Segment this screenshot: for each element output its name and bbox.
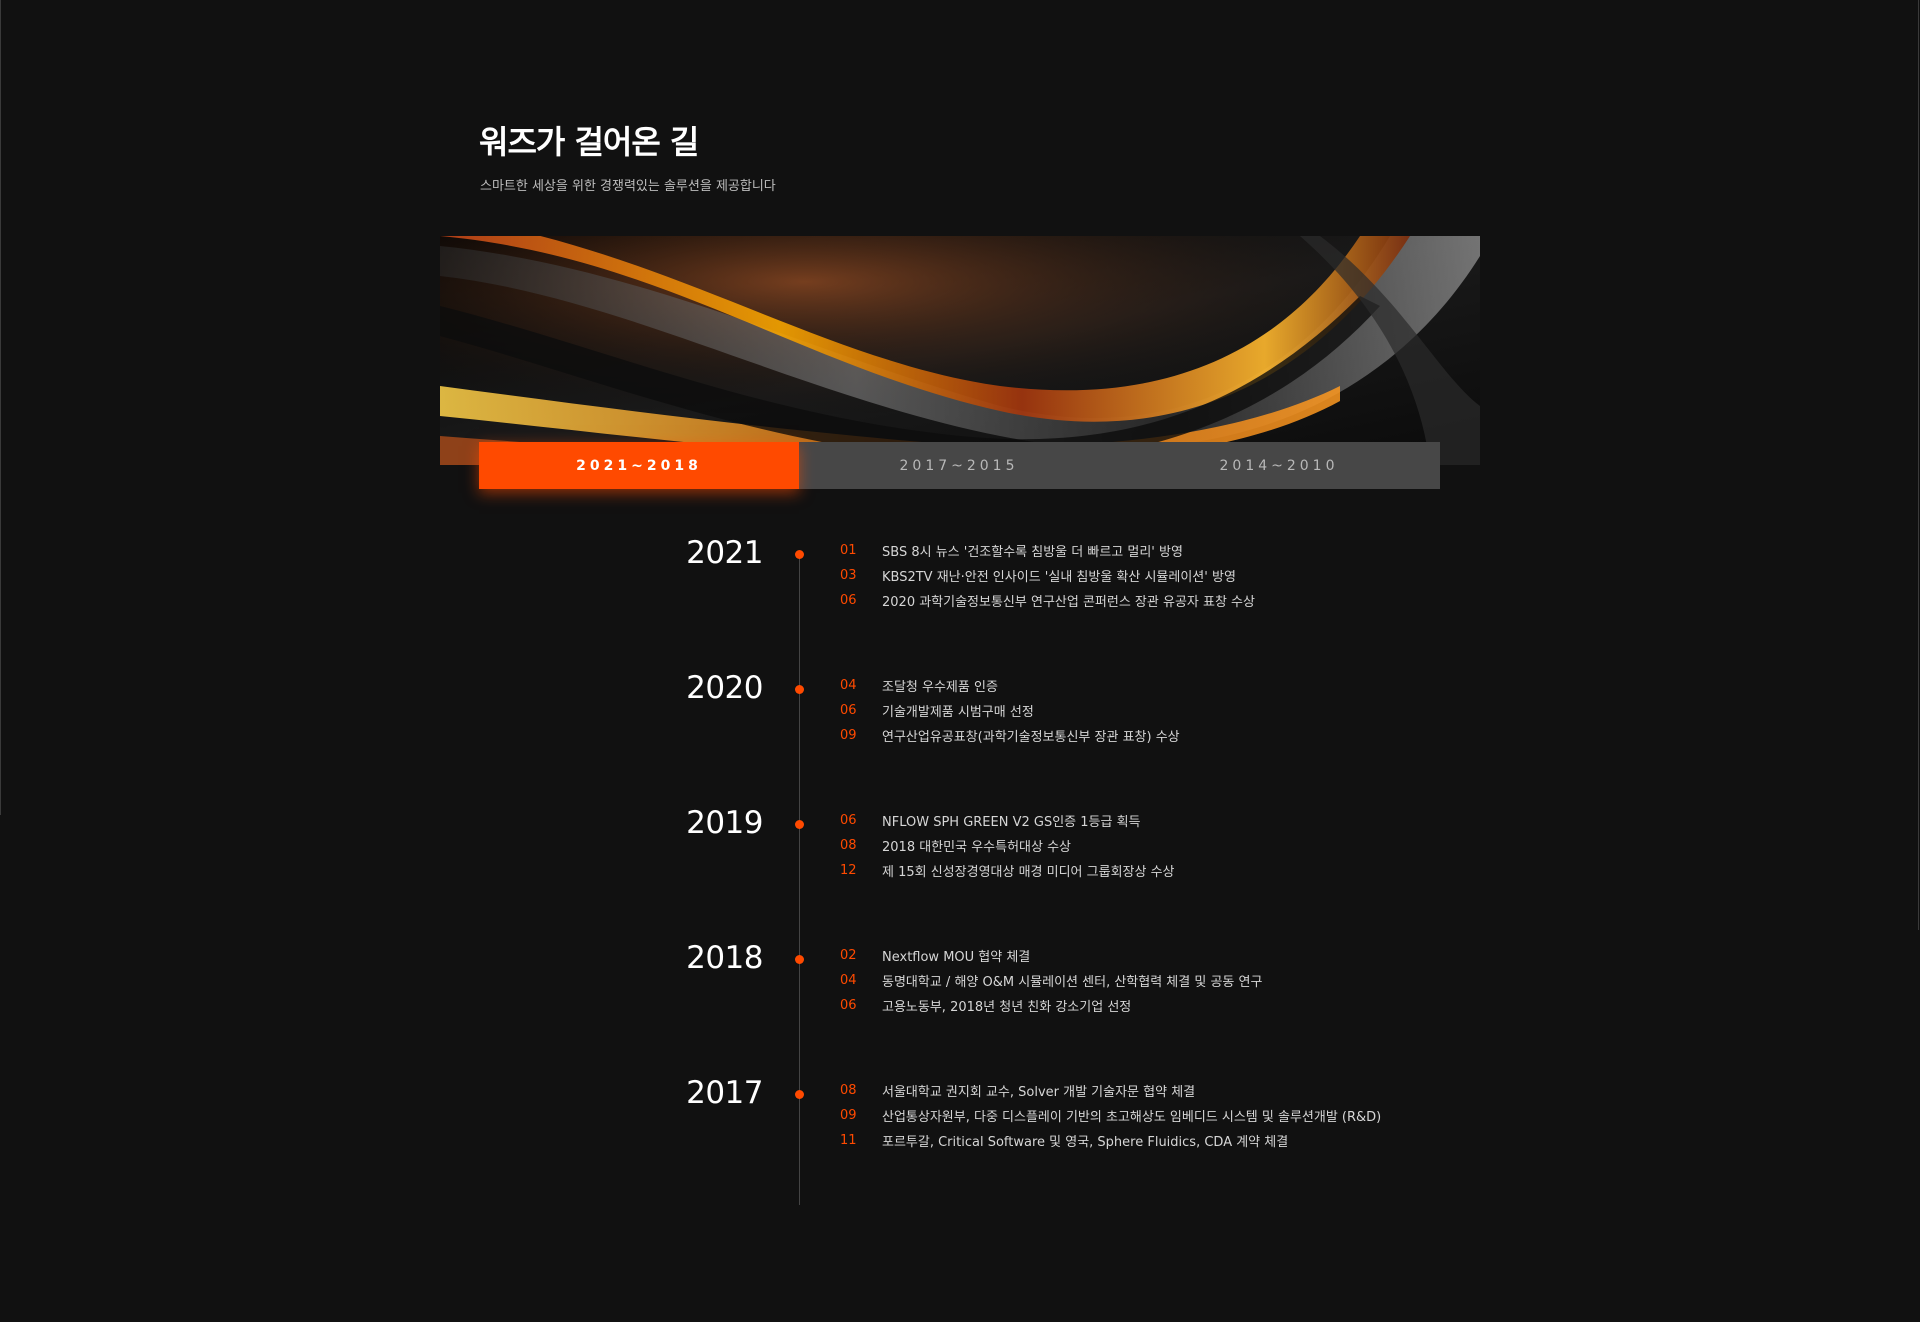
event-month: 06 [840,813,857,828]
event-month: 08 [840,1083,857,1098]
event-text: KBS2TV 재난·안전 인사이드 '실내 침방울 확산 시뮬레이션' 방영 [882,570,1236,585]
tab-2017-2015[interactable]: 2017~2015 [899,457,1019,474]
event-list: 02 Nextflow MOU 협약 체결 04 동명대학교 / 해양 O&M 시뮬… [840,943,1262,1018]
left-edge-divider [0,0,1,815]
event-text: 포르투갈, Critical Software 및 영국, Sphere Flu… [882,1135,1289,1150]
event-text: 2018 대한민국 우수특허대상 수상 [882,840,1072,855]
event-text: Nextflow MOU 협약 체결 [882,950,1031,965]
event-list: 04 조달청 우수제품 인증 06 기술개발제품 시범구매 선정 09 연구산업유공표… [840,673,1180,748]
event-month: 01 [840,543,857,558]
event-text: 2020 과학기술정보통신부 연구산업 콘퍼런스 장관 유공자 표창 수상 [882,595,1255,610]
event-text: SBS 8시 뉴스 '건조할수록 침방울 더 빠르고 멀리' 방영 [882,545,1183,560]
page-title: 워즈가 걸어온 길 [479,123,699,161]
timeline-dot [795,820,804,829]
event-month: 09 [840,1108,857,1123]
right-edge-divider [1918,0,1919,930]
event-text: 서울대학교 권지회 교수, Solver 개발 기술자문 협약 체결 [882,1085,1196,1100]
event-text: NFLOW SPH GREEN V2 GS인증 1등급 획득 [882,815,1141,830]
year-label: 2018 [686,940,763,976]
list-item: 08 2018 대한민국 우수특허대상 수상 [840,833,1175,858]
tab-2014-2010[interactable]: 2014~2010 [1219,457,1339,474]
list-item: 04 동명대학교 / 해양 O&M 시뮬레이션 센터, 산학협력 체결 및 공동 … [840,968,1262,993]
list-item: 12 제 15회 신성장경영대상 매경 미디어 그룹회장상 수상 [840,858,1175,883]
event-list: 01 SBS 8시 뉴스 '건조할수록 침방울 더 빠르고 멀리' 방영 03 KB… [840,538,1255,613]
event-month: 08 [840,838,857,853]
list-item: 11 포르투갈, Critical Software 및 영국, Sphere F… [840,1128,1381,1153]
event-list: 06 NFLOW SPH GREEN V2 GS인증 1등급 획득 08 2018 … [840,808,1175,883]
event-month: 04 [840,973,857,988]
event-month: 03 [840,568,857,583]
banner-image [440,236,1480,465]
event-text: 조달청 우수제품 인증 [882,680,998,695]
list-item: 08 서울대학교 권지회 교수, Solver 개발 기술자문 협약 체결 [840,1078,1381,1103]
timeline-dot [795,550,804,559]
event-text: 제 15회 신성장경영대상 매경 미디어 그룹회장상 수상 [882,865,1175,880]
event-month: 04 [840,678,857,693]
year-label: 2021 [686,535,763,571]
timeline-dot [795,1090,804,1099]
list-item: 01 SBS 8시 뉴스 '건조할수록 침방울 더 빠르고 멀리' 방영 [840,538,1255,563]
list-item: 06 2020 과학기술정보통신부 연구산업 콘퍼런스 장관 유공자 표창 수상 [840,588,1255,613]
list-item: 02 Nextflow MOU 협약 체결 [840,943,1262,968]
event-month: 02 [840,948,857,963]
event-month: 06 [840,593,857,608]
timeline-year-2020: 2020 04 조달청 우수제품 인증 06 기술개발제품 시범구매 선정 09 연구… [0,668,1920,778]
event-month: 11 [840,1133,857,1148]
timeline-year-2021: 2021 01 SBS 8시 뉴스 '건조할수록 침방울 더 빠르고 멀리' 방영… [0,533,1920,643]
event-text: 연구산업유공표창(과학기술정보통신부 장관 표창) 수상 [882,730,1180,745]
timeline-line [799,551,800,1205]
tab-2021-2018[interactable]: 2021~2018 [479,442,799,489]
timeline-year-2019: 2019 06 NFLOW SPH GREEN V2 GS인증 1등급 획득 08… [0,803,1920,913]
list-item: 06 고용노동부, 2018년 청년 친화 강소기업 선정 [840,993,1262,1018]
timeline-dot [795,685,804,694]
list-item: 06 NFLOW SPH GREEN V2 GS인증 1등급 획득 [840,808,1175,833]
list-item: 06 기술개발제품 시범구매 선정 [840,698,1180,723]
list-item: 03 KBS2TV 재난·안전 인사이드 '실내 침방울 확산 시뮬레이션' 방영 [840,563,1255,588]
list-item: 09 연구산업유공표창(과학기술정보통신부 장관 표창) 수상 [840,723,1180,748]
event-list: 08 서울대학교 권지회 교수, Solver 개발 기술자문 협약 체결 09 산… [840,1078,1381,1153]
event-text: 산업통상자원부, 다중 디스플레이 기반의 초고해상도 임베디드 시스템 및 솔… [882,1110,1382,1125]
timeline-year-2017: 2017 08 서울대학교 권지회 교수, Solver 개발 기술자문 협약 체… [0,1073,1920,1183]
year-label: 2020 [686,670,763,706]
event-month: 12 [840,863,857,878]
list-item: 04 조달청 우수제품 인증 [840,673,1180,698]
year-label: 2019 [686,805,763,841]
period-tabs: 2021~2018 2017~2015 2014~2010 [479,442,1440,489]
timeline-year-2018: 2018 02 Nextflow MOU 협약 체결 04 동명대학교 / 해양 O… [0,938,1920,1048]
page-subtitle: 스마트한 세상을 위한 경쟁력있는 솔루션을 제공합니다 [480,179,776,194]
event-month: 06 [840,703,857,718]
list-item: 09 산업통상자원부, 다중 디스플레이 기반의 초고해상도 임베디드 시스템 및… [840,1103,1381,1128]
event-text: 기술개발제품 시범구매 선정 [882,705,1034,720]
year-label: 2017 [686,1075,763,1111]
event-text: 고용노동부, 2018년 청년 친화 강소기업 선정 [882,1000,1132,1015]
event-text: 동명대학교 / 해양 O&M 시뮬레이션 센터, 산학협력 체결 및 공동 연구 [882,975,1263,990]
timeline-dot [795,955,804,964]
abstract-wave-graphic [440,236,1480,465]
event-month: 09 [840,728,857,743]
event-month: 06 [840,998,857,1013]
